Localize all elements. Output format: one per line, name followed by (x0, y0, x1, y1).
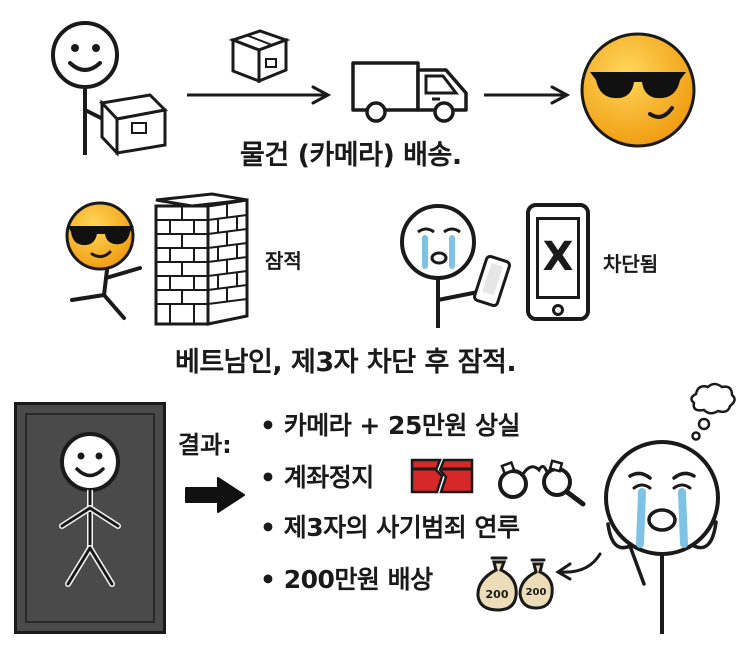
result-item: • 카메라 + 25만원 상실 (260, 406, 521, 442)
money-bags-icon: 200 200 (476, 556, 554, 612)
result-item: • 제3자의 사기범죄 연루 (260, 508, 520, 544)
arrow-icon (187, 85, 332, 105)
bullet-text: 계좌정지 (283, 463, 375, 492)
money-bag-label: 200 (486, 588, 509, 601)
phone-x-mark: X (542, 234, 574, 280)
bullet-marker: • (260, 513, 276, 542)
right-arrow-icon (185, 477, 245, 513)
box-icon (228, 29, 291, 84)
broken-card-icon (410, 458, 474, 494)
bullet-text: 카메라 + 25만원 상실 (283, 411, 521, 440)
result-item: • 200만원 배상 (260, 560, 433, 596)
crying-worried-figure (604, 440, 720, 634)
stick-figure-in-frame (59, 432, 121, 587)
money-bag-label: 200 (526, 587, 547, 598)
curved-arrow-icon (555, 552, 602, 581)
result-item: • 계좌정지 (260, 458, 374, 494)
delivery-van-icon (351, 61, 468, 123)
bullet-marker: • (260, 565, 276, 594)
sunglasses-emoji (580, 32, 696, 148)
brick-wall-icon (154, 192, 249, 326)
thought-bubble-icon (690, 382, 736, 441)
bullet-marker: • (260, 463, 276, 492)
arrow-icon (484, 85, 571, 105)
bullet-text: 제3자의 사기범죄 연루 (283, 513, 520, 542)
blocked-phone-icon: X (526, 203, 590, 321)
stick-figure-with-box (51, 21, 169, 157)
bullet-text: 200만원 배상 (283, 565, 433, 594)
bullet-marker: • (260, 411, 276, 440)
hiding-label: 잠적 (265, 249, 302, 273)
crying-stick-figure-with-phone (400, 204, 511, 328)
panel1-caption: 물건 (카메라) 배송. (240, 140, 462, 171)
handcuffs-icon (498, 459, 586, 507)
sunglasses-emoji-behind-wall (65, 201, 142, 320)
result-label: 결과: (178, 431, 232, 459)
blocked-label: 차단됨 (603, 252, 659, 276)
panel2-caption: 베트남인, 제3자 차단 후 잠적. (175, 347, 517, 378)
